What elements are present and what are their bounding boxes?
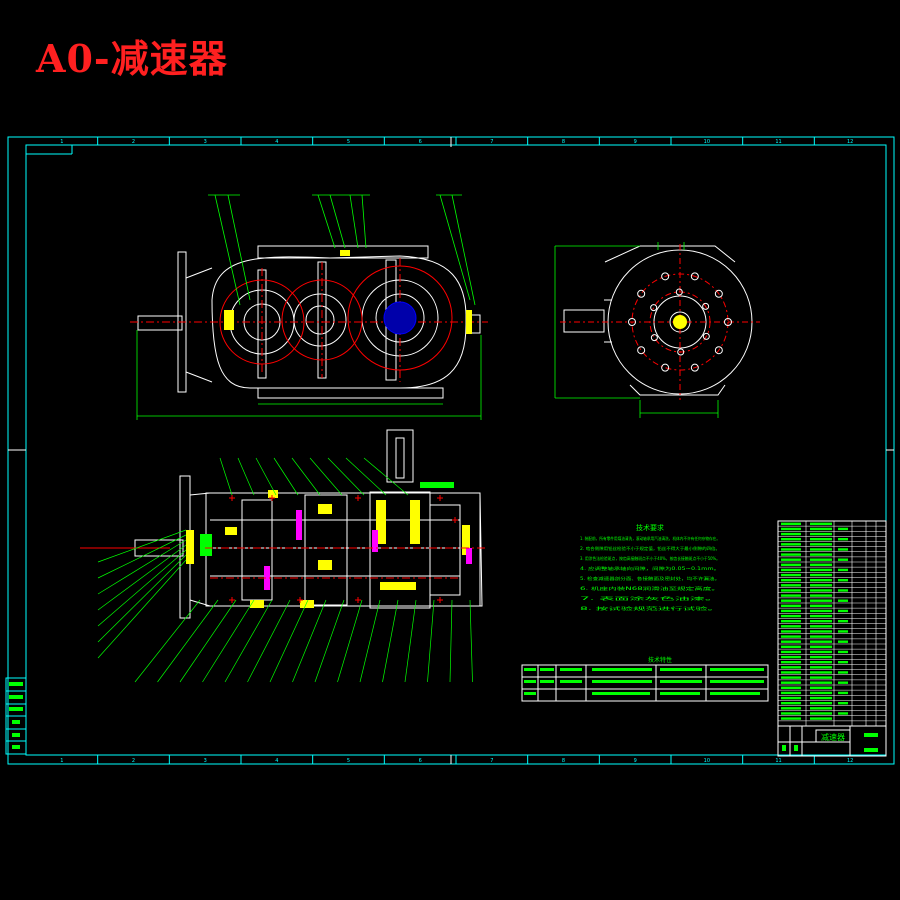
note-line: 3. 用涂色法检验斑点，按齿高接触斑点不小于40%，按齿长接触斑点不小于50%。 bbox=[580, 555, 720, 561]
bolt-hole bbox=[650, 334, 658, 342]
note-line: 2. 啮合侧隙用铅丝检验不小于规定值，铅丝不得大于最小侧隙的四倍。 bbox=[580, 545, 720, 551]
column-number: 11 bbox=[775, 758, 781, 764]
bolt-hole bbox=[661, 272, 670, 281]
column-number: 5 bbox=[347, 139, 350, 145]
column-number: 1 bbox=[60, 758, 63, 764]
column-number: 1 bbox=[60, 139, 63, 145]
drawing-name: 减速器 bbox=[821, 732, 845, 742]
bolt-hole bbox=[690, 272, 699, 281]
bolt-hole bbox=[690, 363, 699, 372]
bolt-hole bbox=[637, 289, 646, 298]
bolt-hole bbox=[714, 346, 723, 355]
column-number: 12 bbox=[847, 139, 853, 145]
notes-heading: 技术要求 bbox=[636, 523, 664, 532]
bolt-hole bbox=[714, 289, 723, 298]
bolt-hole bbox=[661, 363, 670, 372]
column-number: 10 bbox=[704, 139, 710, 145]
column-number: 10 bbox=[704, 758, 710, 764]
note-line: 4. 应调整轴承轴向间隙，间隙为0.05~0.1mm。 bbox=[580, 565, 720, 571]
bolt-hole bbox=[702, 332, 710, 340]
front-view bbox=[130, 194, 488, 420]
column-number: 3 bbox=[204, 758, 207, 764]
bolt-hole bbox=[675, 288, 683, 296]
title-block: 减速器 bbox=[777, 725, 887, 757]
column-number: 4 bbox=[275, 758, 278, 764]
column-number: 8 bbox=[562, 139, 565, 145]
side-view bbox=[554, 242, 760, 418]
column-number: 5 bbox=[347, 758, 350, 764]
note-line: 1. 装配前，所有零件用煤油清洗，滚动轴承用汽油清洗，机体内不许有任何杂物存在。 bbox=[580, 535, 720, 541]
drawing-title: A0-减速器 bbox=[36, 36, 228, 81]
bolt-hole bbox=[650, 304, 658, 312]
bolt-hole bbox=[677, 348, 685, 356]
bolt-hole bbox=[637, 346, 646, 355]
note-line: 8. 按试验规范进行试验。 bbox=[580, 605, 720, 611]
column-number: 6 bbox=[419, 139, 422, 145]
column-number: 7 bbox=[490, 758, 493, 764]
column-number: 7 bbox=[490, 139, 493, 145]
parts-list bbox=[777, 520, 887, 727]
column-number: 2 bbox=[132, 139, 135, 145]
column-number: 8 bbox=[562, 758, 565, 764]
revision-block bbox=[5, 677, 27, 755]
spec-table-heading: 技术特性 bbox=[648, 656, 672, 664]
sheet-frame bbox=[7, 136, 895, 765]
bolt-hole bbox=[724, 318, 732, 326]
note-line: 6. 机座内装N68润滑油至规定高度。 bbox=[580, 585, 720, 591]
column-number: 3 bbox=[204, 139, 207, 145]
technical-notes: 技术要求 1. 装配前，所有零件用煤油清洗，滚动轴承用汽油清洗，机体内不许有任何… bbox=[580, 523, 720, 611]
column-number: 6 bbox=[419, 758, 422, 764]
section-view bbox=[80, 429, 485, 683]
column-number: 2 bbox=[132, 758, 135, 764]
note-line: 5. 检查减速器剖分面、各接触面及密封处，均不许漏油。 bbox=[580, 575, 720, 581]
bolt-hole bbox=[702, 302, 710, 310]
spec-table: 技术特性 bbox=[521, 656, 769, 702]
column-number: 9 bbox=[634, 139, 637, 145]
column-number: 12 bbox=[847, 758, 853, 764]
note-line: 7. 表面涂灰色油漆。 bbox=[580, 595, 720, 601]
bolt-hole bbox=[628, 318, 636, 326]
column-number: 4 bbox=[275, 139, 278, 145]
column-number: 11 bbox=[775, 139, 781, 145]
column-number: 9 bbox=[634, 758, 637, 764]
